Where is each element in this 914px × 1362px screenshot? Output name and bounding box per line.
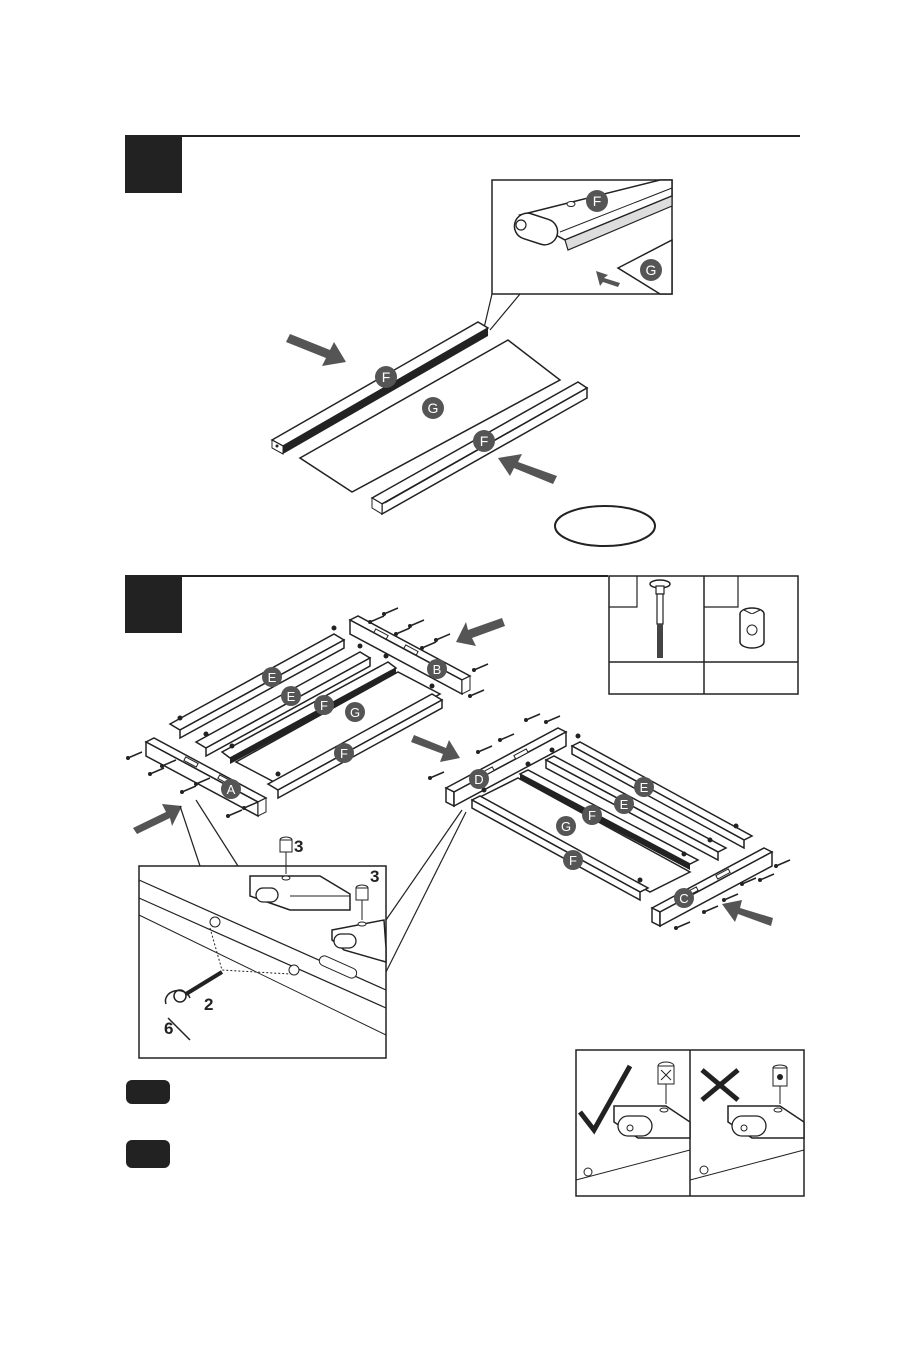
label-c: C [679,891,688,906]
label-f-top: F [382,369,391,385]
step-2-section: E E F G B F A [125,576,804,1196]
label-e1: E [268,670,277,685]
label-e3: E [640,780,649,795]
barrel-nut-icon [740,608,764,648]
label-f1: F [320,698,328,713]
label-a: A [227,782,236,797]
note-oval [555,506,655,546]
note-box-1 [126,1080,170,1104]
step-1-inset: F G [484,180,672,330]
label-f4: F [569,853,577,868]
inset-g-label: G [646,262,657,278]
orientation-check [576,1050,804,1196]
label-b: B [433,662,442,677]
detail-inset: 3 3 2 6 [139,837,386,1058]
step-2-number-box [125,576,182,633]
qty-right: 3 [370,867,379,886]
push-arrow-d [411,735,460,762]
step-1-section: F G F G F [125,136,800,546]
push-arrow-b [456,618,505,646]
push-arrow-right [498,454,557,484]
label-f-bottom: F [480,433,489,449]
note-box-2 [126,1140,170,1168]
hardware-table [609,576,798,694]
push-arrow-c [722,900,773,926]
qty-wrench: 6 [164,1019,173,1038]
right-frame-assembly: D E E F G F C [411,714,790,930]
label-g-center: G [428,400,439,416]
qty-top: 3 [294,837,303,856]
step-1-number-box [125,136,182,193]
label-g1: G [350,705,360,720]
label-e2: E [287,689,296,704]
label-f2: F [340,746,348,761]
label-e4: E [620,797,629,812]
qty-bolt: 2 [204,995,213,1014]
push-arrow-a [133,804,182,834]
push-arrow-left [286,334,346,366]
label-g2: G [561,819,571,834]
label-d: D [474,772,483,787]
label-f3: F [588,808,596,823]
inset-f-label: F [593,193,602,209]
